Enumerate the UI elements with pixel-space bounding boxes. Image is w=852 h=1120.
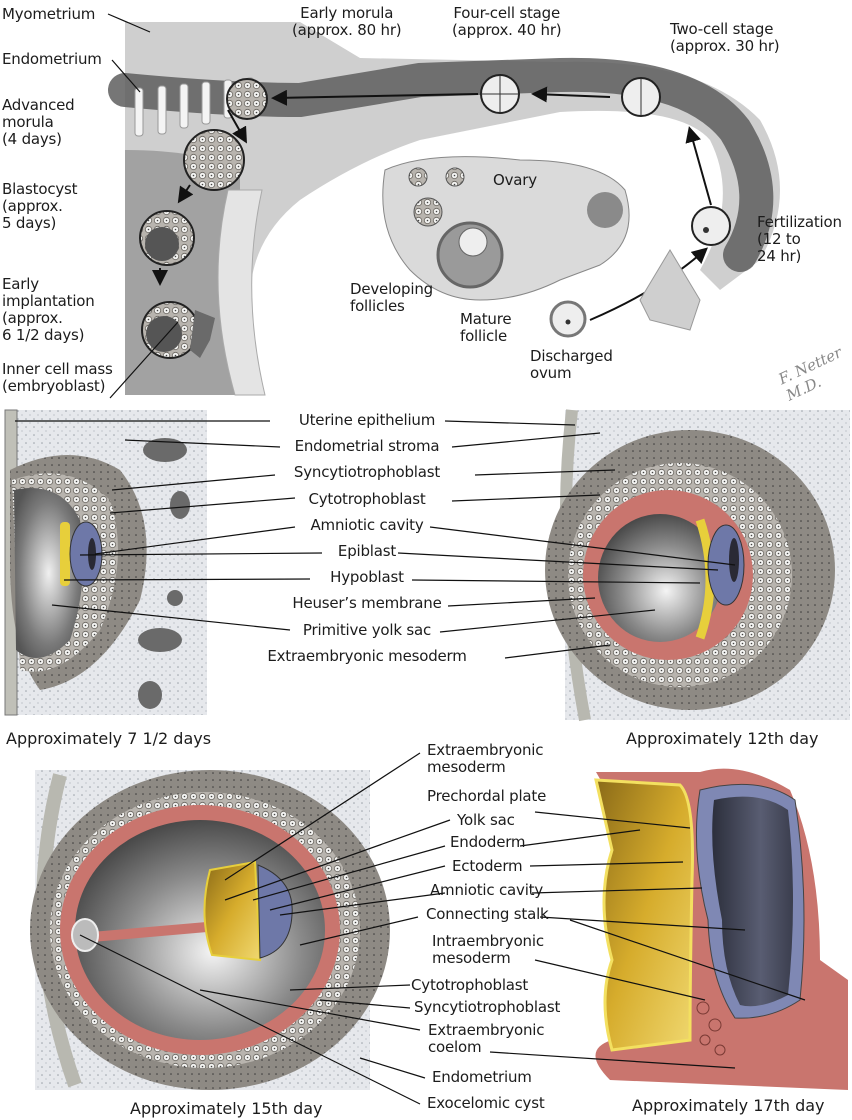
mature-follicle — [436, 221, 504, 289]
label-blastocyst: Blastocyst (approx. 5 days) — [2, 180, 78, 232]
label-discharged-ovum: Discharged ovum — [530, 347, 613, 382]
label-uterine-epithelium: Uterine epithelium — [298, 411, 436, 429]
developing-follicles — [408, 167, 465, 227]
label-four-cell-stage: Four-cell stage (approx. 40 hr) — [452, 4, 562, 39]
label-exocelomic-cyst: Exocelomic cyst — [427, 1094, 545, 1112]
endometrium-layer — [217, 189, 266, 396]
corpus-luteum — [587, 192, 623, 228]
day15-section — [30, 770, 390, 1090]
label-cytotrophoblast: Cytotrophoblast — [411, 976, 529, 994]
bottom-leader-lines — [79, 752, 806, 1105]
fertilized-ovum — [691, 206, 731, 246]
label-mature-follicle: Mature follicle — [460, 310, 512, 345]
label-syncytiotrophoblast: Syncytiotrophoblast — [414, 998, 561, 1016]
label-ectoderm: Ectoderm — [452, 857, 523, 875]
day17-section — [594, 768, 848, 1090]
implanting-blastocyst — [141, 301, 215, 359]
advanced-morula — [183, 129, 245, 191]
label-amniotic-cavity: Amniotic cavity — [430, 881, 544, 899]
label-intraembryonic-mesoderm: Intraembryonic mesoderm — [432, 932, 544, 967]
caption-15th-day: Approximately 15th day — [130, 1099, 323, 1118]
label-ovary: Ovary — [493, 171, 537, 189]
label-syncytiotrophoblast: Syncytiotrophoblast — [293, 463, 441, 482]
caption-12th-day: Approximately 12th day — [626, 729, 819, 748]
label-fertilization: Fertilization (12 to 24 hr) — [757, 213, 842, 265]
label-cytotrophoblast: Cytotrophoblast — [308, 489, 426, 508]
two-cell-embryo — [621, 77, 661, 117]
label-heuser-s-membrane: Heuser’s membrane — [292, 594, 442, 613]
day7-section — [4, 409, 207, 716]
caption-7-5-days: Approximately 7 1/2 days — [6, 729, 212, 748]
blastocyst — [139, 210, 195, 266]
label-epiblast: Epiblast — [337, 542, 397, 560]
label-endoderm: Endoderm — [450, 833, 526, 851]
four-cell-embryo — [480, 74, 520, 114]
label-prechordal-plate: Prechordal plate — [427, 787, 547, 805]
fimbriae — [639, 249, 701, 331]
label-endometrial-stroma: Endometrial stroma — [294, 437, 440, 456]
discharged-ovum — [549, 300, 587, 338]
label-primitive-yolk-sac: Primitive yolk sac — [302, 620, 432, 639]
label-connecting-stalk: Connecting stalk — [426, 905, 549, 923]
label-developing-follicles: Developing follicles — [350, 280, 433, 315]
middle-leader-lines — [15, 420, 736, 659]
label-early-implantation: Early implantation (approx. 6 1/2 days) — [2, 275, 95, 344]
label-yolk-sac: Yolk sac — [457, 811, 515, 829]
label-myometrium: Myometrium — [2, 5, 96, 23]
label-inner-cell-mass: Inner cell mass (embryoblast) — [2, 360, 113, 395]
day12-section — [545, 409, 850, 722]
top-leader-lines — [107, 13, 179, 399]
early-morula — [226, 78, 268, 120]
label-early-morula: Early morula (approx. 80 hr) — [292, 4, 402, 39]
caption-17th-day: Approximately 17th day — [632, 1096, 825, 1115]
label-advanced-morula: Advanced morula (4 days) — [2, 96, 75, 148]
label-extraembryonic-mesoderm: Extraembryonic mesoderm — [267, 646, 467, 665]
label-extraembryonic-coelom: Extraembryonic coelom — [428, 1021, 545, 1056]
label-two-cell-stage: Two-cell stage (approx. 30 hr) — [670, 20, 780, 55]
label-hypoblast: Hypoblast — [330, 568, 404, 587]
label-extraembryonic-mesoderm: Extraembryonic mesoderm — [427, 741, 544, 776]
label-endometrium: Endometrium — [2, 50, 102, 68]
label-endometrium-bottom: Endometrium — [432, 1068, 532, 1086]
label-amniotic-cavity: Amniotic cavity — [310, 515, 424, 534]
